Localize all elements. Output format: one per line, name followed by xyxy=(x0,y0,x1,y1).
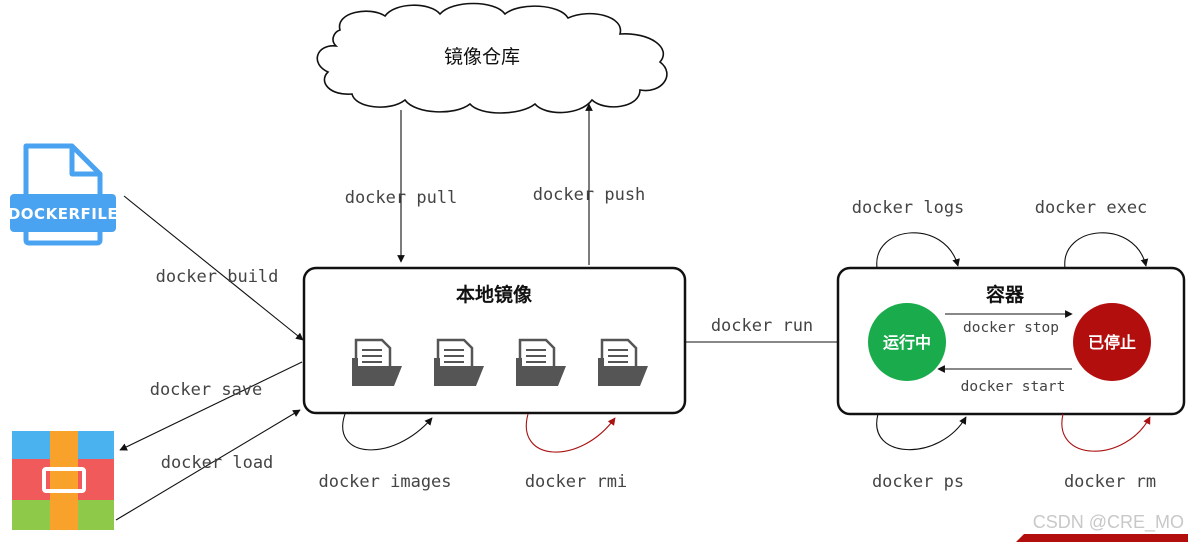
local-images-box: 本地镜像 xyxy=(302,266,687,415)
docker-save-label: docker save xyxy=(150,380,263,400)
load-arrow xyxy=(115,409,301,521)
docker-build-label: docker build xyxy=(156,267,279,287)
watermark-ribbon xyxy=(1016,534,1188,542)
rm-loop-arrow xyxy=(1061,413,1151,452)
dockerfile-label: DOCKERFILE xyxy=(8,205,118,223)
stopped-state-circle xyxy=(1073,303,1151,381)
dockerfile-icon: DOCKERFILE xyxy=(8,143,118,246)
docker-stop-label: docker stop xyxy=(963,320,1059,336)
docker-run-label: docker run xyxy=(711,316,813,336)
archive-icon xyxy=(12,431,114,530)
running-state-label: 运行中 xyxy=(883,333,931,352)
exec-loop-arrow xyxy=(1064,232,1149,269)
image-file-icon xyxy=(434,338,484,386)
image-file-icon xyxy=(516,338,566,386)
docker-push-label: docker push xyxy=(533,185,646,205)
docker-ps-label: docker ps xyxy=(872,472,964,492)
image-file-icon xyxy=(352,338,402,386)
docker-load-label: docker load xyxy=(161,453,274,473)
container-box: 容器 运行中 已停止 docker stop docker start xyxy=(836,266,1186,416)
docker-images-label: docker images xyxy=(318,472,451,492)
logs-loop-arrow xyxy=(876,232,960,269)
cloud-label: 镜像仓库 xyxy=(444,46,520,68)
docker-start-label: docker start xyxy=(961,379,1066,395)
save-arrow xyxy=(119,361,303,451)
ps-loop-arrow xyxy=(876,413,967,451)
docker-exec-label: docker exec xyxy=(1035,198,1148,218)
docker-pull-label: docker pull xyxy=(345,188,458,208)
image-file-icon xyxy=(598,338,648,386)
container-title: 容器 xyxy=(986,283,1025,306)
rmi-loop-arrow xyxy=(525,413,616,453)
image-files xyxy=(352,338,648,386)
image-registry-cloud: 镜像仓库 xyxy=(316,2,668,114)
running-state-circle xyxy=(868,303,946,381)
images-loop-arrow xyxy=(342,413,433,451)
build-arrow xyxy=(123,195,304,341)
local-images-title: 本地镜像 xyxy=(456,283,533,306)
cloud-shape xyxy=(316,2,668,114)
docker-rmi-label: docker rmi xyxy=(525,472,627,492)
watermark: CSDN @CRE_MO xyxy=(1033,512,1184,533)
docker-rm-label: docker rm xyxy=(1064,472,1156,492)
stopped-state-label: 已停止 xyxy=(1088,333,1136,352)
docker-logs-label: docker logs xyxy=(852,198,965,218)
